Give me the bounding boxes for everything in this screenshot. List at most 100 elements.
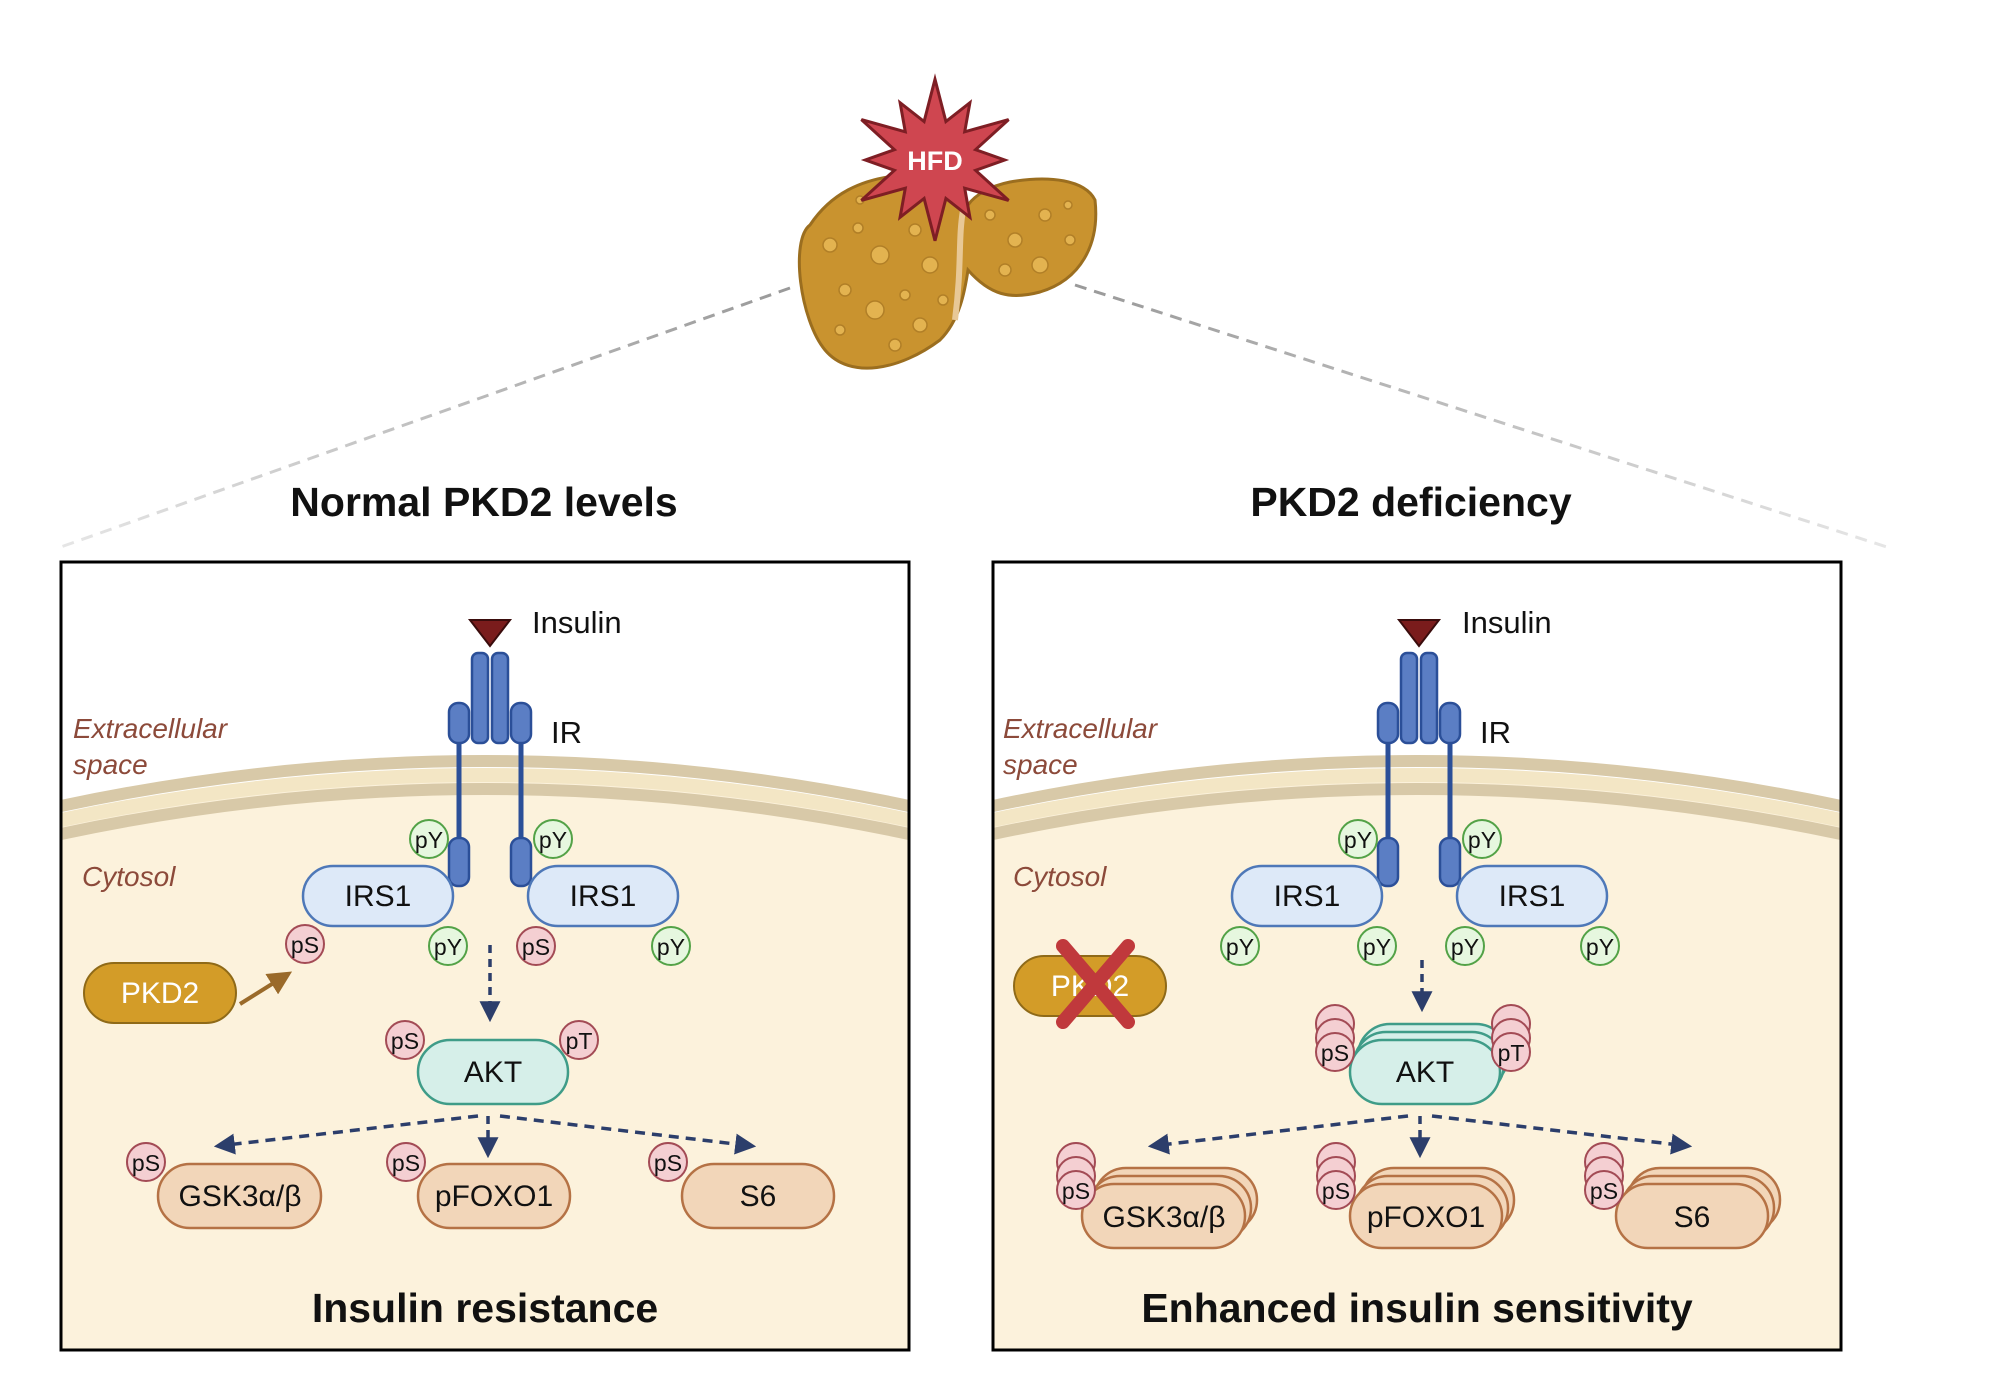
svg-text:pS: pS (291, 932, 319, 958)
ps-site-stack: pS (1315, 1004, 1355, 1072)
svg-text:pS: pS (1590, 1178, 1618, 1204)
svg-text:pY: pY (1468, 827, 1496, 853)
connector-line-left (57, 286, 791, 550)
py-site: pY (1462, 819, 1502, 859)
svg-text:GSK3α/β: GSK3α/β (179, 1180, 302, 1213)
gsk3-target-stacked: GSK3α/β (1080, 1166, 1259, 1250)
pt-site: pT (559, 1020, 599, 1060)
svg-text:pT: pT (1498, 1040, 1525, 1066)
py-site: pY (1357, 926, 1397, 966)
ps-site-stack: pS (1316, 1142, 1356, 1210)
foxo1-target: pFOXO1 (416, 1162, 572, 1230)
left-panel-title: Normal PKD2 levels (290, 479, 677, 525)
irs1-left: IRS1 (1230, 864, 1384, 928)
akt-to-s6-arrow (1431, 1114, 1693, 1155)
svg-text:pY: pY (1586, 934, 1614, 960)
pkd2-kinase-deleted: PKD2 (1013, 939, 1167, 1029)
svg-text:pY: pY (1451, 934, 1479, 960)
insulin-ligand (467, 619, 513, 648)
svg-text:IRS1: IRS1 (1499, 880, 1566, 913)
outcome-label: Enhanced insulin sensitivity (1141, 1285, 1693, 1331)
svg-text:pS: pS (1062, 1178, 1090, 1204)
ps-site: pS (516, 926, 556, 966)
svg-text:pS: pS (1322, 1178, 1350, 1204)
pkd2-kinase: PKD2 (83, 962, 237, 1024)
ps-site-stack: pS (1584, 1142, 1624, 1210)
svg-text:pS: pS (391, 1028, 419, 1054)
svg-text:AKT: AKT (1396, 1056, 1454, 1089)
right-panel: Extracellular space Cytosol Insulin IR I… (991, 560, 1843, 1352)
foxo1-target-stacked: pFOXO1 (1348, 1166, 1516, 1250)
svg-text:IRS1: IRS1 (1274, 880, 1341, 913)
py-site: pY (1580, 926, 1620, 966)
right-panel-title: PKD2 deficiency (1250, 479, 1571, 525)
svg-text:IRS1: IRS1 (345, 880, 412, 913)
svg-text:pY: pY (539, 827, 567, 853)
pt-site-stack: pT (1491, 1004, 1531, 1072)
akt: AKT (416, 1038, 570, 1106)
svg-text:pFOXO1: pFOXO1 (1367, 1201, 1485, 1234)
svg-text:PKD2: PKD2 (121, 977, 199, 1010)
extracellular-label: Extracellular (1003, 713, 1159, 744)
fat-droplets (822, 195, 1076, 352)
fatty-liver-illustration (797, 173, 1098, 370)
svg-text:pY: pY (434, 934, 462, 960)
ps-site: pS (648, 1142, 688, 1182)
gsk3-target: GSK3α/β (156, 1162, 323, 1230)
svg-text:pS: pS (392, 1150, 420, 1176)
akt-to-gsk3-arrow (213, 1114, 479, 1155)
extracellular-label-line2: space (73, 749, 148, 780)
irs1-right: IRS1 (1455, 864, 1609, 928)
insulin-receptor (1376, 651, 1462, 888)
irs1-right: IRS1 (526, 864, 680, 928)
svg-text:S6: S6 (1674, 1201, 1711, 1234)
insulin-ligand (1396, 619, 1442, 648)
s6-target: S6 (680, 1162, 836, 1230)
extracellular-label-line2: space (1003, 749, 1078, 780)
ps-site: pS (126, 1142, 166, 1182)
svg-text:S6: S6 (740, 1180, 777, 1213)
deletion-cross-icon (1056, 939, 1135, 1029)
svg-text:pY: pY (1226, 934, 1254, 960)
svg-text:pY: pY (657, 934, 685, 960)
svg-text:pS: pS (654, 1150, 682, 1176)
connector-line-right (1074, 283, 1891, 550)
py-site: pY (409, 819, 449, 859)
cytosol-label: Cytosol (82, 861, 176, 892)
outcome-label: Insulin resistance (312, 1285, 658, 1331)
ps-site: pS (285, 924, 325, 964)
py-site: pY (533, 819, 573, 859)
ps-site: pS (385, 1020, 425, 1060)
svg-text:pY: pY (415, 827, 443, 853)
irs1-left: IRS1 (301, 864, 455, 928)
akt-to-gsk3-arrow (1147, 1114, 1409, 1155)
pkd2-phosphorylation-arrow (238, 971, 293, 1006)
ir-label: IR (551, 715, 582, 750)
svg-text:pT: pT (566, 1028, 593, 1054)
svg-text:pS: pS (132, 1150, 160, 1176)
svg-text:pS: pS (522, 934, 550, 960)
py-site: pY (1445, 926, 1485, 966)
svg-text:AKT: AKT (464, 1056, 522, 1089)
ir-label: IR (1480, 715, 1511, 750)
py-site: pY (428, 926, 468, 966)
insulin-receptor (447, 651, 533, 888)
ps-site-stack: pS (1056, 1142, 1096, 1210)
extracellular-label: Extracellular (73, 713, 229, 744)
svg-text:pY: pY (1363, 934, 1391, 960)
py-site: pY (651, 926, 691, 966)
akt-stacked: AKT (1348, 1022, 1510, 1106)
py-site: pY (1338, 819, 1378, 859)
svg-text:pS: pS (1321, 1040, 1349, 1066)
cytosol-label: Cytosol (1013, 861, 1107, 892)
svg-text:pFOXO1: pFOXO1 (435, 1180, 553, 1213)
akt-to-s6-arrow (499, 1114, 757, 1155)
svg-text:pY: pY (1344, 827, 1372, 853)
svg-text:IRS1: IRS1 (570, 880, 637, 913)
insulin-label: Insulin (1462, 605, 1552, 640)
s6-target-stacked: S6 (1614, 1166, 1782, 1250)
py-site: pY (1220, 926, 1260, 966)
left-panel: Extracellular space Cytosol Insulin IR I… (59, 560, 911, 1352)
insulin-label: Insulin (532, 605, 622, 640)
